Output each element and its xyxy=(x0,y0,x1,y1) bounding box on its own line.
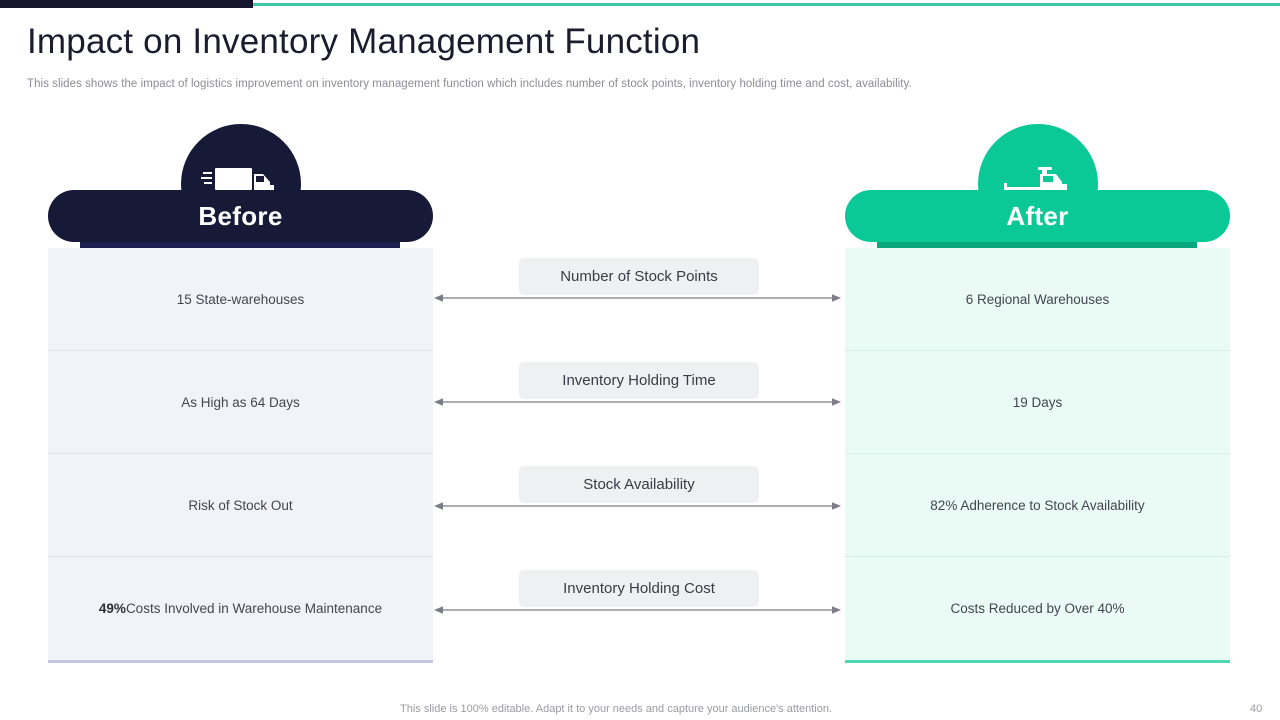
before-table: 15 State-warehouses As High as 64 Days R… xyxy=(48,248,433,663)
after-cell-text: Costs Reduced by Over 40% xyxy=(950,601,1125,616)
page-title: Impact on Inventory Management Function xyxy=(27,22,701,61)
after-label: After xyxy=(1006,200,1069,231)
metric-label-pill: Stock Availability xyxy=(519,466,759,503)
before-cell-text: Risk of Stock Out xyxy=(188,497,293,513)
top-accent-teal-rule xyxy=(253,3,1280,6)
before-label: Before xyxy=(198,200,283,231)
metric-row: Stock Availability xyxy=(433,456,842,560)
double-arrow-icon xyxy=(433,396,842,408)
metric-row: Inventory Holding Time xyxy=(433,352,842,456)
table-row: 49% Costs Involved in Warehouse Maintena… xyxy=(48,557,433,660)
after-header-pill: After xyxy=(845,190,1230,242)
after-cell-text: 19 Days xyxy=(1012,394,1063,410)
before-cell-bold: 49% xyxy=(98,601,126,616)
table-row: 82% Adherence to Stock Availability xyxy=(845,454,1230,557)
metric-row: Inventory Holding Cost xyxy=(433,560,842,664)
metric-label-pill: Inventory Holding Cost xyxy=(519,570,759,607)
double-arrow-icon xyxy=(433,604,842,616)
table-row: As High as 64 Days xyxy=(48,351,433,454)
after-cell-text: 6 Regional Warehouses xyxy=(965,291,1110,307)
metric-comparison-column: Number of Stock Points Inventory Holding… xyxy=(433,248,842,664)
before-cell-text: Costs Involved in Warehouse Maintenance xyxy=(125,601,383,616)
after-table: 6 Regional Warehouses 19 Days 82% Adhere… xyxy=(845,248,1230,663)
after-cell-text: 82% Adherence to Stock Availability xyxy=(930,497,1145,513)
before-header-pill: Before xyxy=(48,190,433,242)
top-accent-navy-block xyxy=(0,0,253,8)
footer-note: This slide is 100% editable. Adapt it to… xyxy=(400,703,832,715)
metric-label-text: Inventory Holding Cost xyxy=(563,580,715,597)
page-subtitle: This slides shows the impact of logistic… xyxy=(27,78,912,90)
before-cell-text: 15 State-warehouses xyxy=(176,291,305,307)
table-row: 15 State-warehouses xyxy=(48,248,433,351)
metric-label-text: Number of Stock Points xyxy=(560,268,718,285)
before-cell-text: As High as 64 Days xyxy=(181,394,300,410)
page-number: 40 xyxy=(1250,703,1263,715)
metric-label-pill: Inventory Holding Time xyxy=(519,362,759,399)
double-arrow-icon xyxy=(433,500,842,512)
metric-label-text: Inventory Holding Time xyxy=(562,372,716,389)
table-row: Risk of Stock Out xyxy=(48,454,433,557)
table-row: 19 Days xyxy=(845,351,1230,454)
table-row: Costs Reduced by Over 40% xyxy=(845,557,1230,660)
table-row: 6 Regional Warehouses xyxy=(845,248,1230,351)
metric-label-text: Stock Availability xyxy=(583,476,695,493)
metric-row: Number of Stock Points xyxy=(433,248,842,352)
top-accent-bar xyxy=(0,0,1280,9)
metric-label-pill: Number of Stock Points xyxy=(519,258,759,295)
double-arrow-icon xyxy=(433,292,842,304)
